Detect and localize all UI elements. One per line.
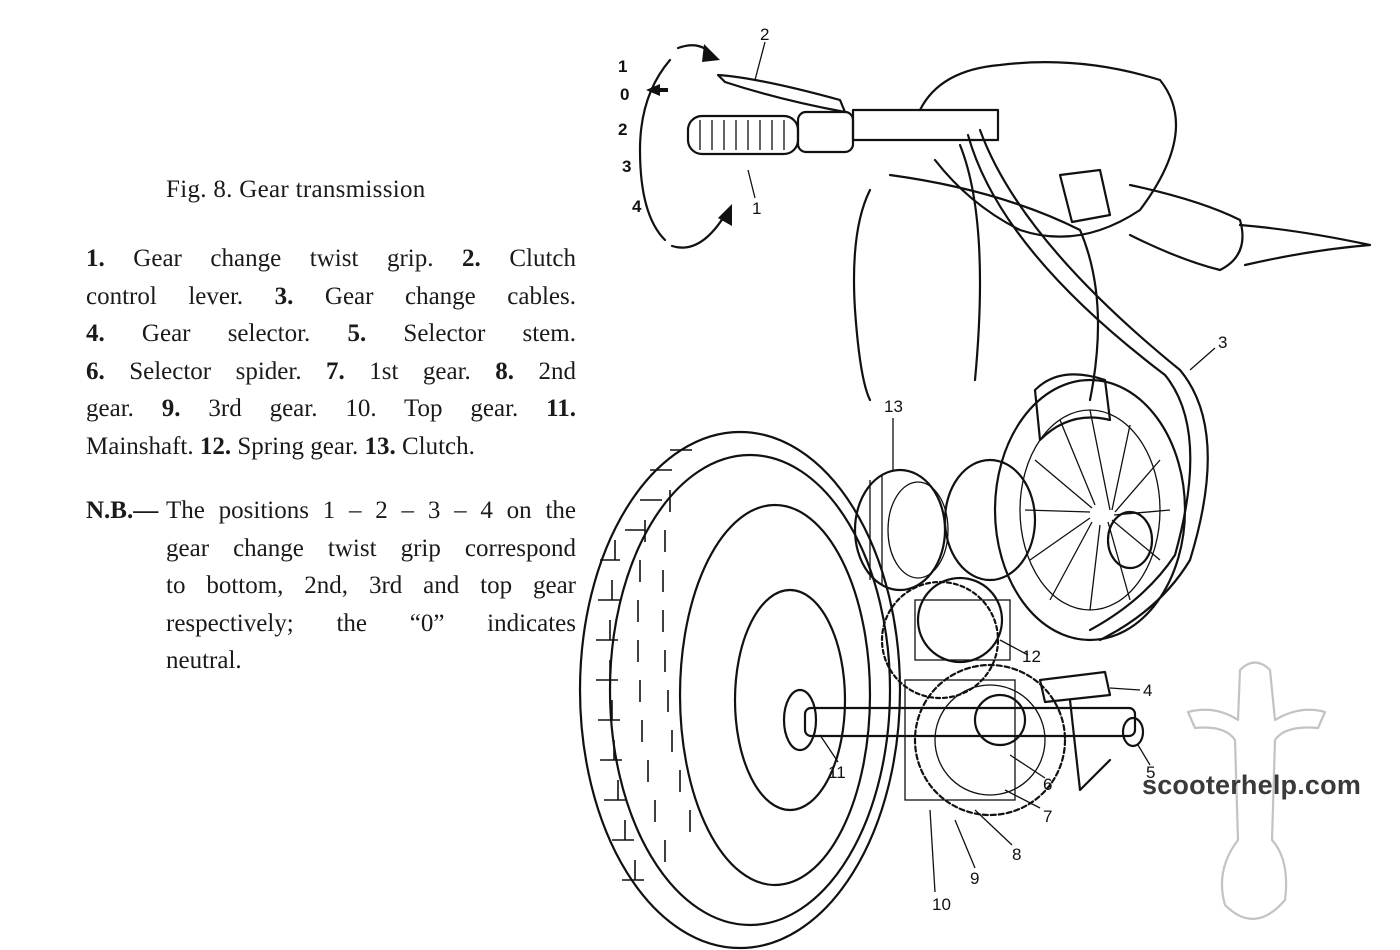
- callout-label: 10: [932, 895, 951, 914]
- legend-text: Selector stem.: [366, 320, 576, 347]
- callout-label: 11: [828, 763, 846, 782]
- parts-legend: 1. Gear change twist grip. 2. Clutch con…: [86, 240, 576, 465]
- legend-text: Gear change twist grip.: [104, 245, 463, 272]
- callout-label: 3: [1218, 333, 1227, 352]
- callout-label: 2: [760, 25, 769, 44]
- legend-text: control lever.: [86, 282, 275, 310]
- note-text: The positions 1 – 2 – 3 – 4 on the gear …: [166, 492, 576, 680]
- note-line: The positions 1 – 2 – 3 – 4 on the: [166, 497, 576, 524]
- handlebar: [686, 61, 1372, 642]
- note-label: N.B.—: [86, 497, 159, 524]
- grip-position-label: 0: [620, 85, 629, 104]
- note-line: to bottom, 2nd, 3rd and top gear: [166, 572, 576, 599]
- legend-text: gear.: [86, 395, 162, 422]
- legend-text: Selector spider.: [104, 357, 327, 385]
- legend-number: 2.: [462, 245, 481, 272]
- clutch: [853, 468, 949, 592]
- legend-number: 4.: [86, 320, 105, 347]
- legend-number: 7.: [326, 357, 345, 385]
- legend-text: 1st gear.: [344, 357, 496, 385]
- legend-number: 12.: [199, 432, 232, 460]
- legend-text: Clutch: [480, 245, 576, 272]
- legend-line-1: 1. Gear change twist grip. 2. Clutch: [86, 240, 576, 278]
- grip-position-label: 1: [618, 57, 627, 76]
- legend-number: 11.: [546, 395, 576, 422]
- gear-cluster: [880, 576, 1067, 817]
- legend-line-5: gear. 9. 3rd gear. 10. Top gear. 11.: [86, 390, 576, 428]
- legend-line-3: 4. Gear selector. 5. Selector stem.: [86, 315, 576, 353]
- callout-label: 9: [970, 869, 979, 888]
- legend-text: Gear change cables.: [293, 282, 576, 310]
- note-line: gear change twist grip correspond: [166, 534, 576, 562]
- callout-label: 12: [1022, 647, 1041, 666]
- grip-position-label: 3: [622, 157, 631, 176]
- wheel: [578, 430, 902, 950]
- legend-number: 6.: [86, 357, 105, 385]
- callout-label: 8: [1012, 845, 1021, 864]
- legend-number: 1.: [86, 245, 105, 272]
- legend-line-6: Mainshaft. 12. Spring gear. 13. Clutch.: [86, 428, 576, 466]
- legend-text: Gear selector.: [104, 320, 348, 347]
- legend-number: 13.: [364, 432, 396, 460]
- note-line: neutral.: [166, 647, 242, 674]
- callout-label: 5: [1146, 763, 1155, 782]
- watermark-text: scooterhelp.com: [1142, 770, 1362, 800]
- mainshaft: [803, 670, 1145, 792]
- legend-text: 2nd: [514, 357, 577, 385]
- legend-line-2: control lever. 3. Gear change cables.: [86, 278, 576, 316]
- callout-label: 13: [884, 397, 903, 416]
- legend-text: Spring gear.: [231, 432, 365, 460]
- legend-number: 8.: [495, 357, 515, 385]
- legend-number: 9.: [161, 395, 181, 422]
- figure-caption: Fig. 8. Gear transmission: [166, 176, 426, 203]
- legend-text: 3rd gear. 10. Top gear.: [180, 395, 547, 422]
- callout-label: 4: [1143, 681, 1152, 700]
- grip-position-label: 4: [632, 197, 642, 216]
- legend-number: 3.: [274, 282, 294, 310]
- legend-number: 5.: [347, 320, 367, 347]
- legend-text: Clutch.: [395, 432, 475, 460]
- grip-position-indicator: 1 0 2 3 4: [618, 44, 732, 249]
- legend-text: Mainshaft.: [86, 432, 200, 460]
- note-line: respectively; the “0” indicates: [166, 609, 576, 637]
- callout-label: 1: [752, 199, 761, 218]
- legend-line-4: 6. Selector spider. 7. 1st gear. 8. 2nd: [86, 353, 576, 391]
- callout-label: 6: [1043, 775, 1052, 794]
- grip-position-label: 2: [618, 120, 627, 139]
- callouts: 1 2 3 4 5 6 7 8 9 10 11 12 13: [747, 25, 1227, 914]
- note-block: N.B.— The positions 1 – 2 – 3 – 4 on the…: [86, 492, 576, 680]
- callout-label: 7: [1043, 807, 1052, 826]
- scooter-watermark-image: [1186, 661, 1327, 920]
